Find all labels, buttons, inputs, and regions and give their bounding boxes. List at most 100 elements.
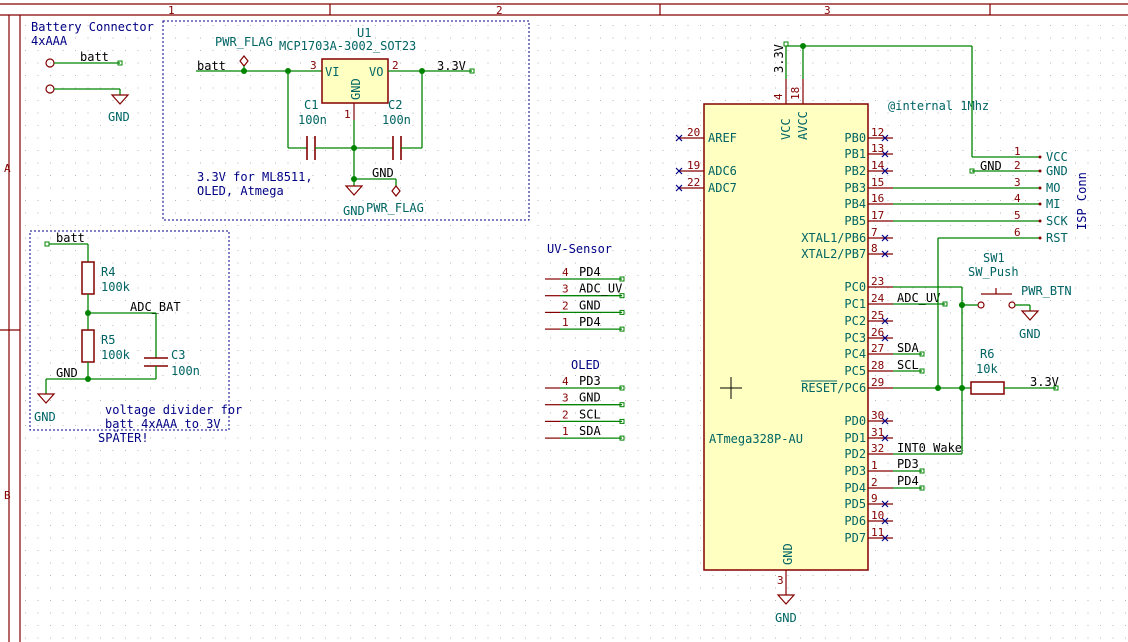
mcu-pin-name: PD5 bbox=[844, 497, 866, 511]
mcu-pin-pc5[interactable]: 28 PC5 bbox=[844, 359, 893, 378]
mcu-pin-name: AVCC bbox=[796, 111, 810, 140]
u1-value: MCP1703A-3002_SOT23 bbox=[279, 39, 416, 53]
capacitor-c1[interactable]: C1 100n bbox=[287, 71, 354, 160]
divider-gnd-symbol: GND bbox=[34, 410, 56, 424]
resistor-r4[interactable] bbox=[81, 261, 95, 295]
regulator-note-line2: OLED, Atmega bbox=[197, 184, 284, 198]
c3-value: 100n bbox=[171, 364, 200, 378]
mcu-pin-pb2[interactable]: 14 PB2 bbox=[844, 159, 893, 178]
mcu-pin-num: 1 bbox=[871, 459, 878, 472]
battery-gnd-label: GND bbox=[108, 110, 130, 124]
oled-pin-num: 1 bbox=[562, 425, 569, 438]
mcu-pin-name: PB0 bbox=[844, 131, 866, 145]
mcu-pin-num: 10 bbox=[871, 509, 884, 522]
sw1-gnd-icon bbox=[1020, 310, 1040, 321]
mcu-pin-num: 17 bbox=[871, 209, 884, 222]
mcu-pin-num: 8 bbox=[871, 242, 878, 255]
r5-ref: R5 bbox=[101, 333, 115, 347]
switch-sw1[interactable]: SW1 SW_Push PWR_BTN GND bbox=[959, 251, 1072, 341]
mcu-pin-name: VCC bbox=[779, 118, 793, 140]
sw1-value: SW_Push bbox=[968, 265, 1019, 279]
r6-value: 10k bbox=[976, 362, 998, 376]
mcu-gnd-icon bbox=[776, 594, 796, 605]
mcu-pin-num: 14 bbox=[871, 159, 885, 172]
u1-net-out: 3.3V bbox=[437, 59, 466, 73]
isp-pin-name: VCC bbox=[1046, 150, 1068, 164]
mcu-pin-name: PB2 bbox=[844, 164, 866, 178]
resistor-r5[interactable] bbox=[81, 329, 95, 363]
oled-pin-net: GND bbox=[579, 391, 601, 405]
u1-pin-vo: VO bbox=[369, 65, 383, 79]
isp-pin-num: 6 bbox=[1014, 226, 1021, 239]
regulator-group-box bbox=[162, 20, 530, 221]
isp-title: ISP Conn bbox=[1075, 172, 1089, 230]
mcu-pin-num: 23 bbox=[871, 275, 884, 288]
mcu-atmega328p[interactable]: ATmega328P-AU @internal 1Mhz 4VCC18AVCC … bbox=[675, 41, 1040, 625]
regulator-u1[interactable]: U1 MCP1703A-3002_SOT23 PWR_FLAG batt VI … bbox=[196, 26, 475, 218]
mcu-pin-name: PD1 bbox=[844, 431, 866, 445]
mcu-body bbox=[703, 103, 869, 571]
mcu-pin-name: PC5 bbox=[844, 364, 866, 378]
sw1-label: PWR_BTN bbox=[1021, 284, 1072, 298]
battery-connector[interactable]: Battery Connector 4xAAA batt GND bbox=[31, 20, 154, 124]
mcu-pin-num: 22 bbox=[687, 176, 700, 189]
mcu-pin-name: PD7 bbox=[844, 531, 866, 545]
frame-row-b: B bbox=[4, 489, 11, 502]
mcu-pin-num: 28 bbox=[871, 359, 884, 372]
voltage-divider[interactable]: batt R4 100k ADC_BAT R5 100k C3 100n GND… bbox=[34, 231, 242, 445]
capacitor-c2[interactable]: C2 100n bbox=[354, 71, 423, 160]
u1-pin-num-gnd: 1 bbox=[344, 108, 351, 121]
resistor-r6[interactable]: R6 10k 3.3V bbox=[970, 347, 1059, 395]
uv-sensor-pin-net: PD4 bbox=[579, 265, 601, 279]
isp-pin-num: 3 bbox=[1014, 176, 1021, 189]
mcu-pin-num: 13 bbox=[871, 142, 884, 155]
frame-column-2: 2 bbox=[496, 4, 503, 17]
frame-column-1: 1 bbox=[168, 4, 175, 17]
divider-net-batt: batt bbox=[56, 231, 85, 245]
mcu-gnd-symbol: GND bbox=[775, 611, 797, 625]
